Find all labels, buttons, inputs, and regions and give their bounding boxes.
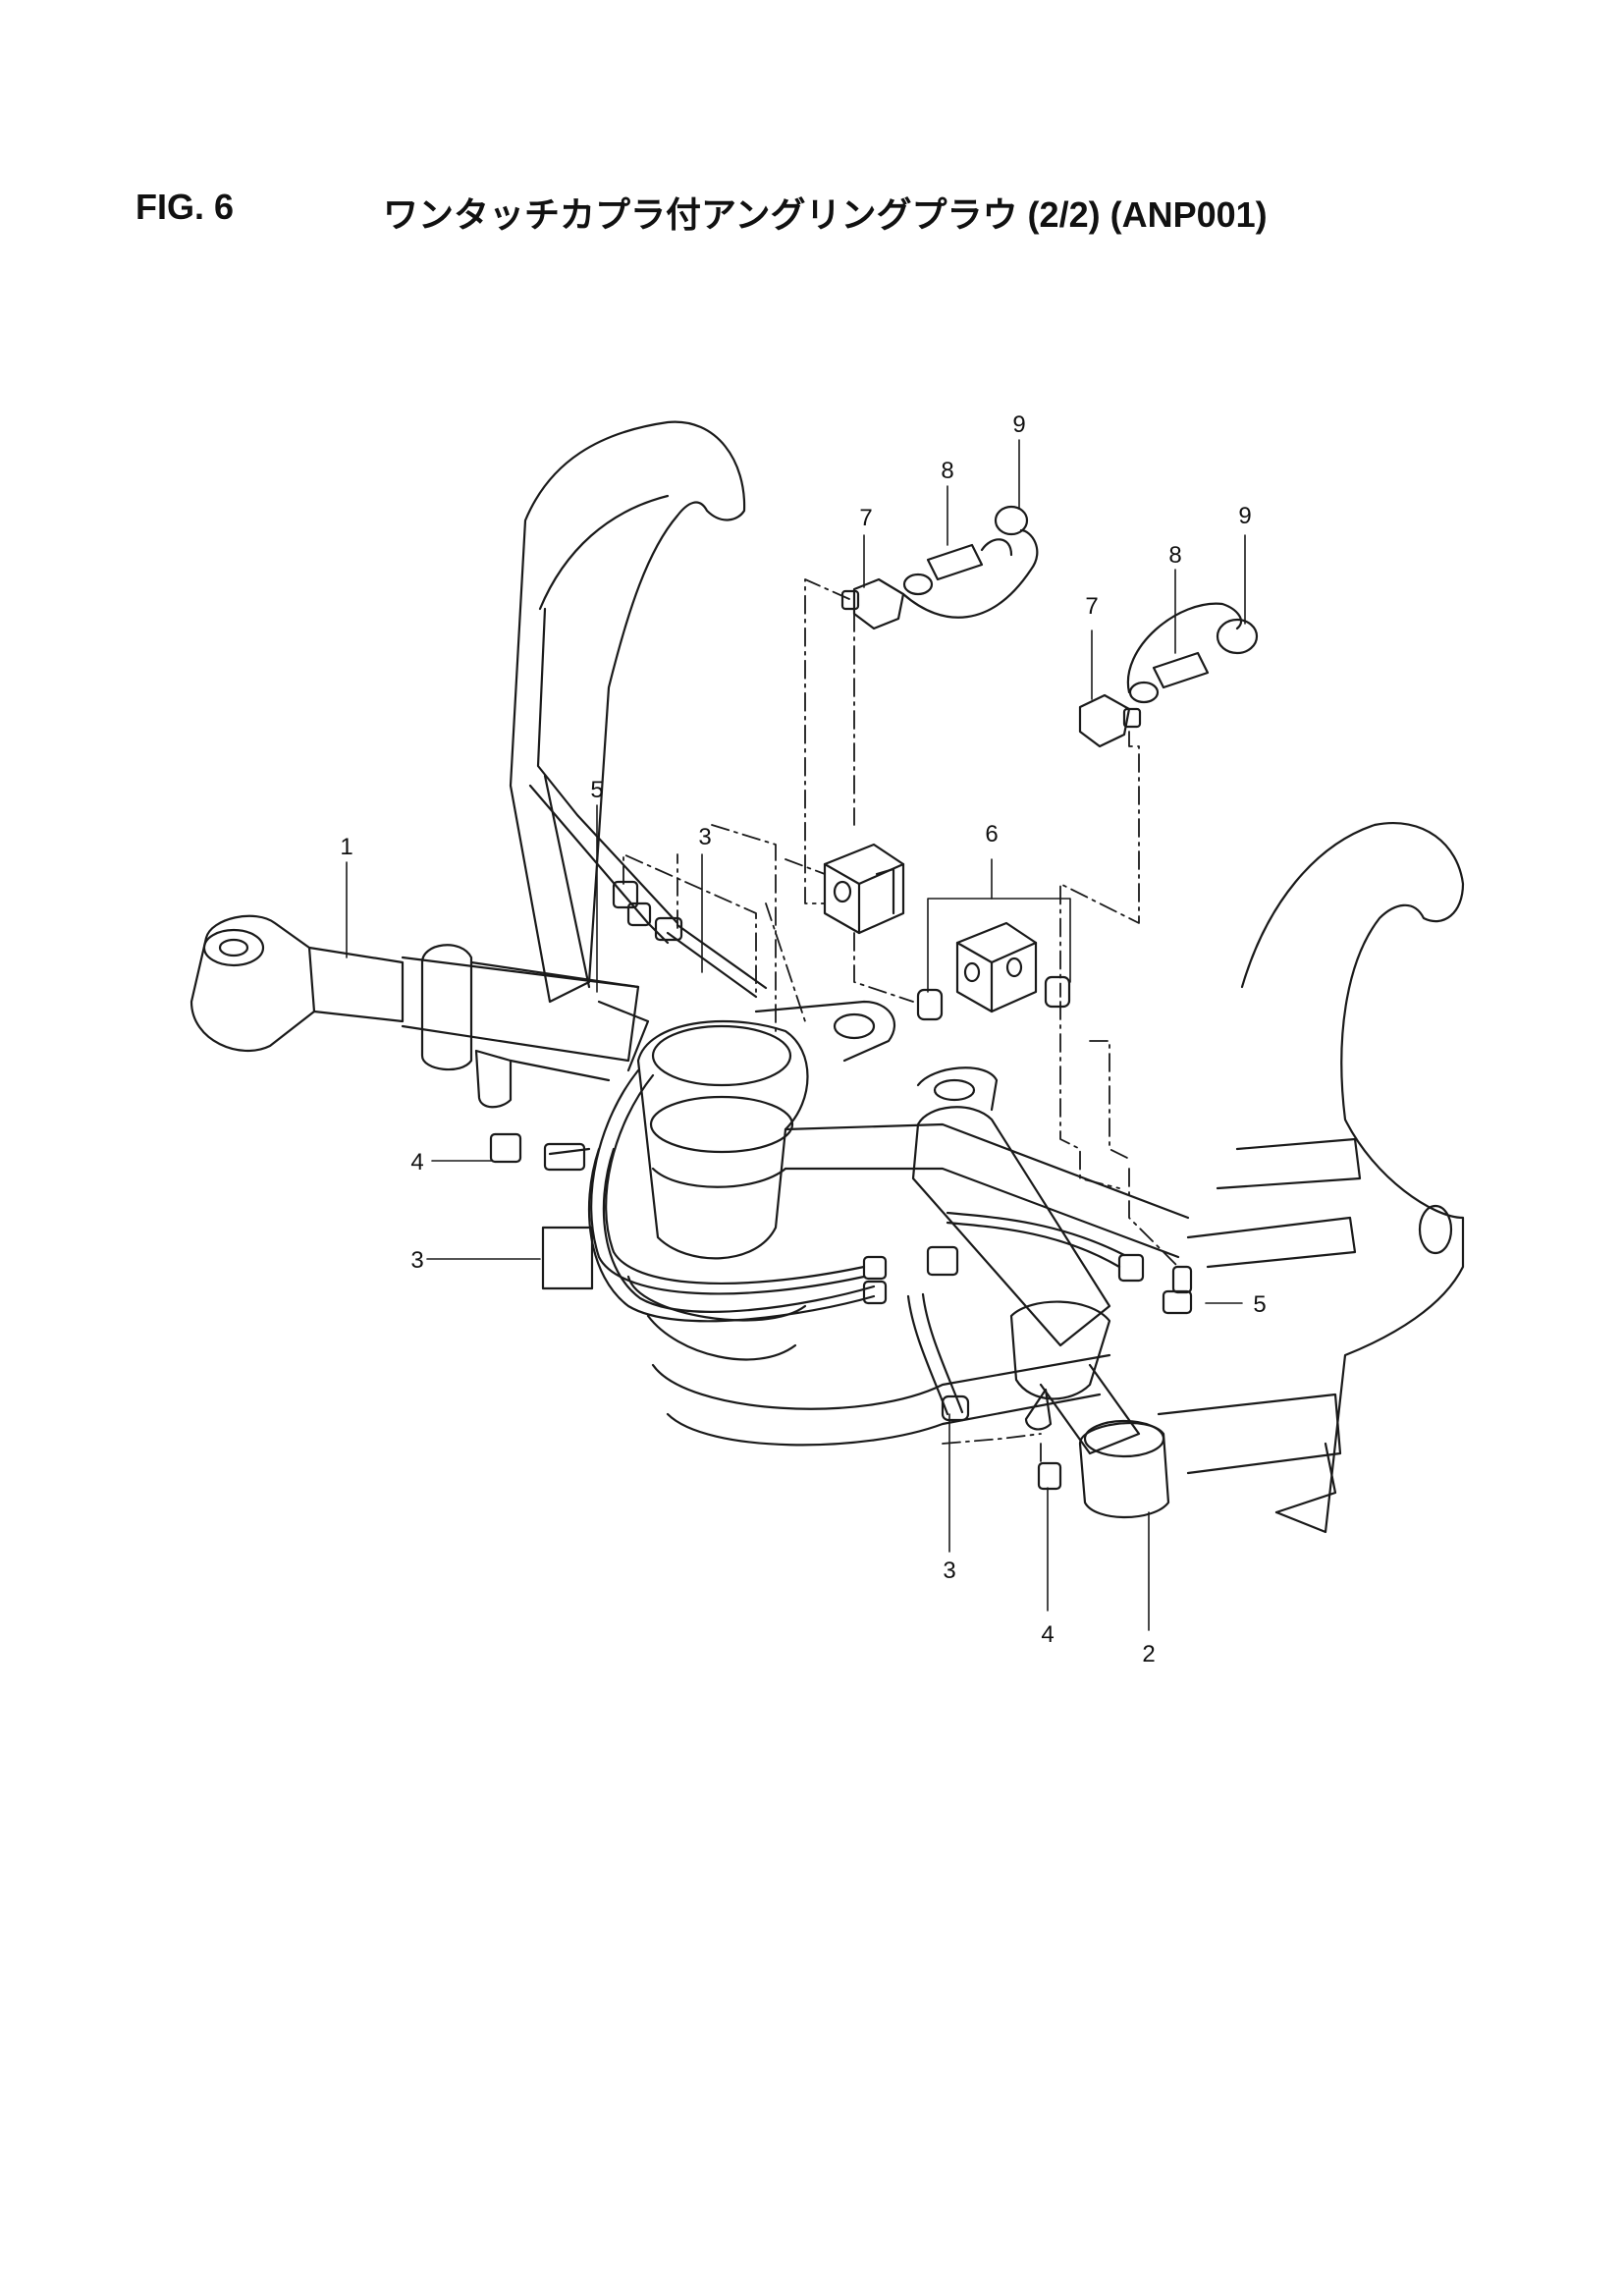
callout-9-right: 9 (1238, 503, 1251, 529)
callout-3-bottom: 3 (943, 1558, 955, 1584)
callout-1: 1 (340, 834, 352, 860)
callout-3-left: 3 (410, 1247, 423, 1274)
cylinder-2 (911, 1106, 1170, 1518)
fittings (489, 880, 1193, 1491)
callout-4-bottom: 4 (1041, 1621, 1054, 1648)
callout-7-left: 7 (859, 505, 872, 531)
figure-number: FIG. 6 (135, 187, 235, 227)
callout-4-left: 4 (410, 1149, 423, 1175)
callout-5-top: 5 (590, 777, 603, 803)
clevis-plate (754, 1000, 999, 1112)
callout-leaders (346, 439, 1246, 1631)
callout-3-top: 3 (698, 824, 711, 850)
callout-6: 6 (985, 821, 998, 847)
swivel-frame (597, 1000, 1190, 1447)
callout-5-right: 5 (1253, 1291, 1266, 1318)
assembly-lines (622, 578, 1179, 1464)
callout-8-left: 8 (941, 458, 953, 484)
cylinder-1 (189, 914, 640, 1109)
right-bracket-arm (1157, 822, 1465, 1534)
quick-coupler-set-b (1078, 602, 1259, 748)
callout-labels: 1 2 3 3 3 4 4 5 5 6 7 7 8 8 9 9 (340, 411, 1266, 1667)
callout-9-left: 9 (1012, 411, 1025, 438)
callout-7-right: 7 (1085, 593, 1098, 620)
coupler-block-6 (916, 921, 1071, 1021)
coupler-block-upper (823, 843, 905, 935)
figure-header: FIG. 6 ワンタッチカプラ付アングリングプラウ (2/2) (ANP001) (0, 0, 1623, 255)
callout-2: 2 (1142, 1641, 1155, 1667)
figure-title: ワンタッチカプラ付アングリングプラウ (2/2) (ANP001) (383, 194, 1268, 235)
callout-8-right: 8 (1168, 542, 1181, 569)
left-bracket-arm (509, 420, 746, 1004)
